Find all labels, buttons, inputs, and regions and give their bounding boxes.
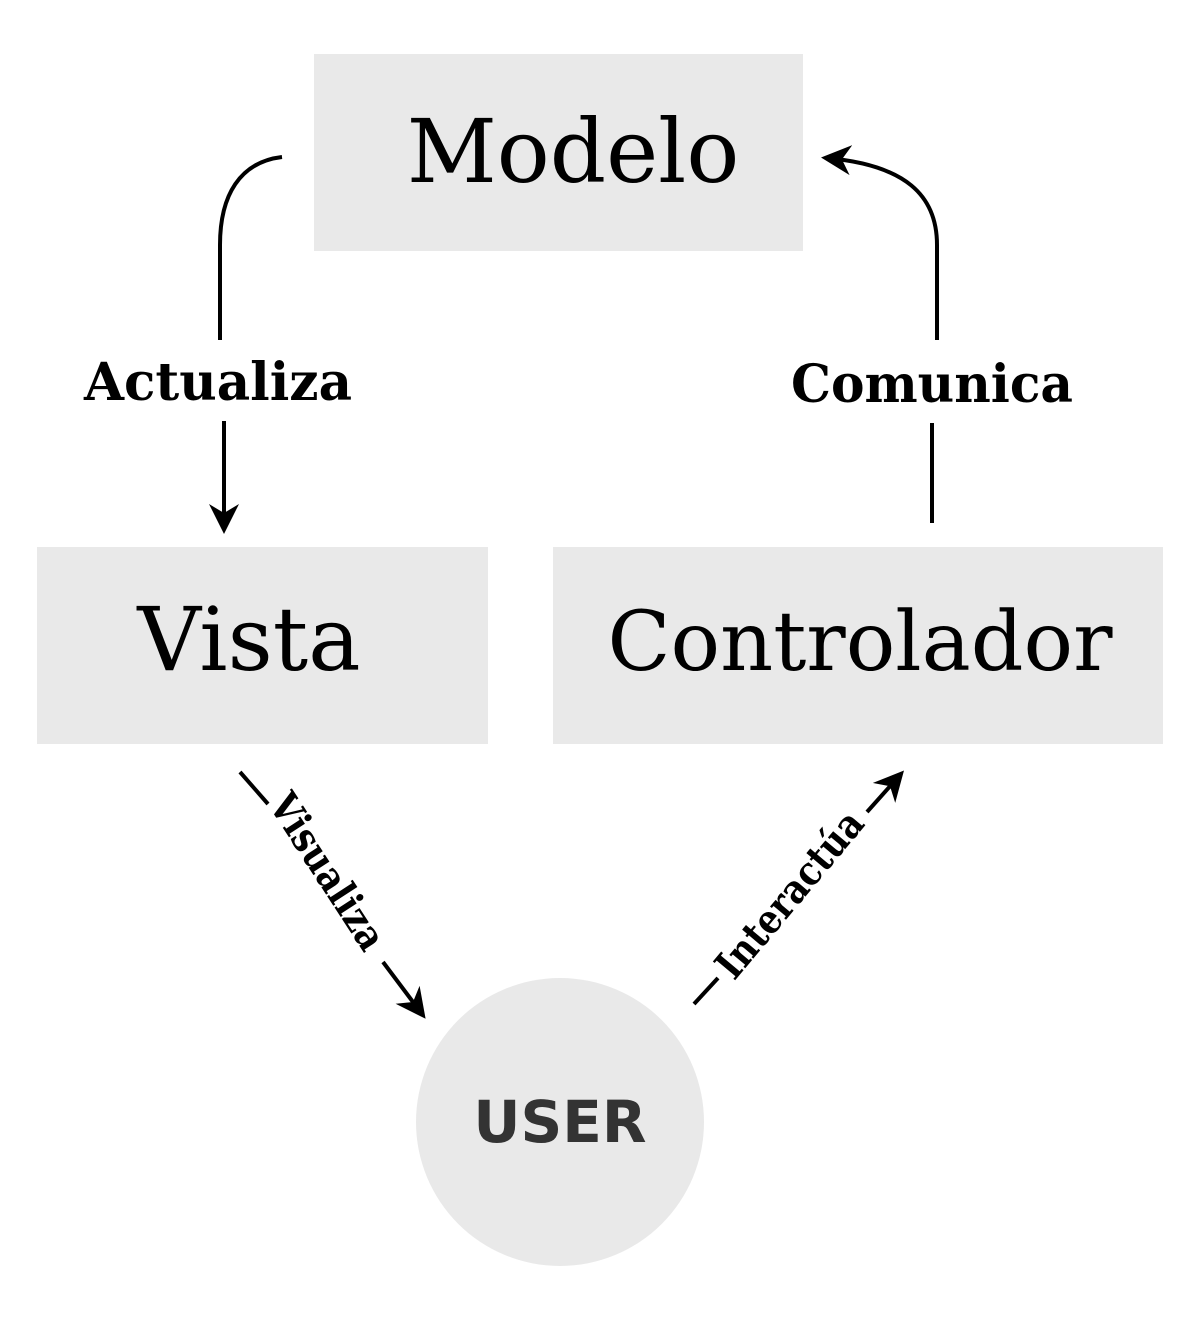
interactua-arrow-shaft [865,770,904,814]
actualiza-label: Actualiza [83,352,352,413]
visualiza-connector-start [238,770,270,806]
user-circle [416,978,704,1266]
interactua-connector-start [692,976,720,1006]
comunica-arrow-curve [821,145,939,340]
edge-visualiza: Visualiza [238,770,426,1019]
edge-actualiza: Actualiza [83,155,352,534]
vista-label: Vista [136,588,360,691]
vista-box [37,547,488,744]
edge-comunica: Comunica [791,145,1073,523]
comunica-label: Comunica [791,354,1073,415]
visualiza-label: Visualiza [259,783,396,959]
controlador-box [553,547,1163,744]
visualiza-arrow-shaft [381,960,426,1019]
user-label: USER [473,1088,646,1156]
modelo-node: Modelo [314,54,803,251]
controlador-node: Controlador [553,547,1163,744]
edge-interactua: Interactúa [692,770,904,1006]
user-node: USER [416,978,704,1266]
modelo-label: Modelo [407,100,740,203]
vista-node: Vista [37,547,488,744]
actualiza-connector-top [218,155,283,340]
modelo-box [314,54,803,251]
controlador-label: Controlador [608,595,1114,690]
interactua-label: Interactúa [706,801,874,988]
